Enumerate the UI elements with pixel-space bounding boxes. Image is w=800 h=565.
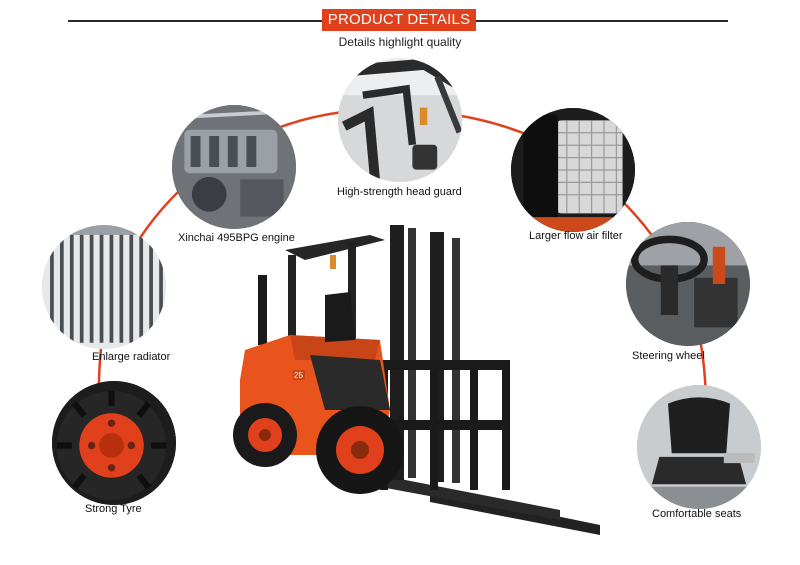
steering-wheel-photo [626, 222, 750, 346]
feature-label-steering-wheel: Steering wheel [632, 350, 705, 362]
header-rule-left [68, 20, 322, 22]
air-filter-photo [511, 108, 635, 232]
radiator-photo [42, 225, 166, 349]
tyre-photo [52, 381, 176, 505]
section-subtitle: Details highlight quality [338, 35, 462, 49]
head-guard-photo [338, 58, 462, 182]
section-banner: PRODUCT DETAILS [322, 9, 476, 31]
forklift-product-image: 25 [230, 210, 610, 540]
feature-label-radiator: Enlarge radiator [92, 351, 171, 363]
engine-photo [172, 105, 296, 229]
feature-label-air-filter: Larger flow air filter [529, 230, 623, 242]
header-rule-right [476, 20, 728, 22]
feature-label-tyre: Strong Tyre [85, 503, 142, 515]
feature-label-seat: Comfortable seats [652, 508, 742, 520]
seat-photo [637, 385, 761, 509]
feature-label-engine: Xinchai 495BPG engine [178, 232, 295, 244]
model-badge: 25 [294, 371, 303, 380]
feature-label-head-guard: High-strength head guard [337, 186, 462, 198]
